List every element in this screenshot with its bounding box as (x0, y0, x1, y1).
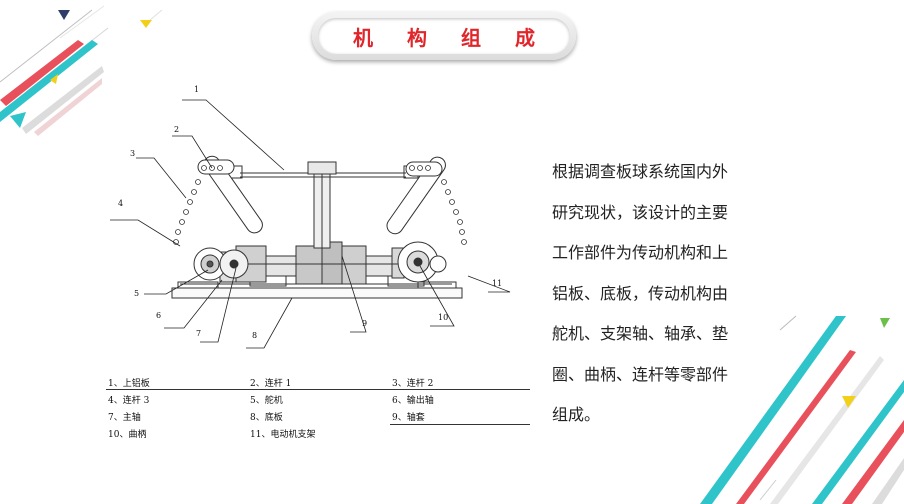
callout-6: 6 (156, 311, 161, 320)
legend-item: 4、连杆 3 (108, 396, 150, 406)
callout-4: 4 (118, 199, 123, 208)
legend-row: 10、曲柄 11、电动机支架 (106, 425, 530, 442)
legend-item: 10、曲柄 (108, 430, 147, 440)
callout-11: 11 (492, 279, 502, 288)
callout-5: 5 (134, 289, 139, 298)
legend-item: 8、底板 (250, 413, 283, 423)
description-line: 铝板、底板，传动机构由 (552, 283, 729, 303)
description-line: 工作部件为传动机构和上 (552, 243, 729, 262)
callout-7: 7 (196, 329, 201, 338)
legend-item: 1、上铝板 (108, 379, 150, 389)
legend-item: 5、舵机 (250, 396, 283, 406)
legend-divider (106, 389, 530, 390)
title-banner: 机构组成 (312, 12, 576, 60)
page-title: 机构组成 (353, 25, 569, 50)
legend-divider (390, 424, 530, 425)
description-line: 圈、曲柄、连杆等零部件 (552, 364, 729, 384)
parts-legend: 1、上铝板 2、连杆 1 3、连杆 2 4、连杆 3 5、舵机 6、输出轴 7、… (106, 374, 530, 442)
description-line: 组成。 (552, 405, 601, 424)
legend-item: 3、连杆 2 (392, 379, 434, 389)
description-text: 根据调查板球系统国内外 研究现状，该设计的主要 工作部件为传动机构和上 铝板、底… (552, 152, 748, 436)
callout-1: 1 (194, 85, 199, 94)
description-line: 舵机、支架轴、轴承、垫 (552, 324, 729, 343)
legend-row: 4、连杆 3 5、舵机 6、输出轴 (106, 391, 530, 408)
legend-item: 6、输出轴 (392, 396, 434, 406)
description-line: 研究现状，该设计的主要 (552, 202, 729, 222)
legend-row: 1、上铝板 2、连杆 1 3、连杆 2 (106, 374, 530, 391)
legend-item: 11、电动机支架 (250, 430, 316, 440)
callout-9: 9 (362, 319, 367, 328)
title-banner-inner: 机构组成 (318, 18, 570, 54)
legend-item: 2、连杆 1 (250, 379, 292, 389)
callout-8: 8 (252, 331, 257, 340)
description-line: 根据调查板球系统国内外 (552, 162, 729, 181)
mechanism-drawing: 1 2 3 4 5 6 7 8 9 10 11 (110, 85, 511, 349)
legend-row: 7、主轴 8、底板 9、轴套 (106, 408, 530, 425)
legend-item: 9、轴套 (392, 413, 425, 423)
legend-item: 7、主轴 (108, 413, 141, 423)
callout-2: 2 (174, 125, 179, 134)
callout-3: 3 (130, 149, 135, 158)
callout-10: 10 (438, 313, 448, 322)
